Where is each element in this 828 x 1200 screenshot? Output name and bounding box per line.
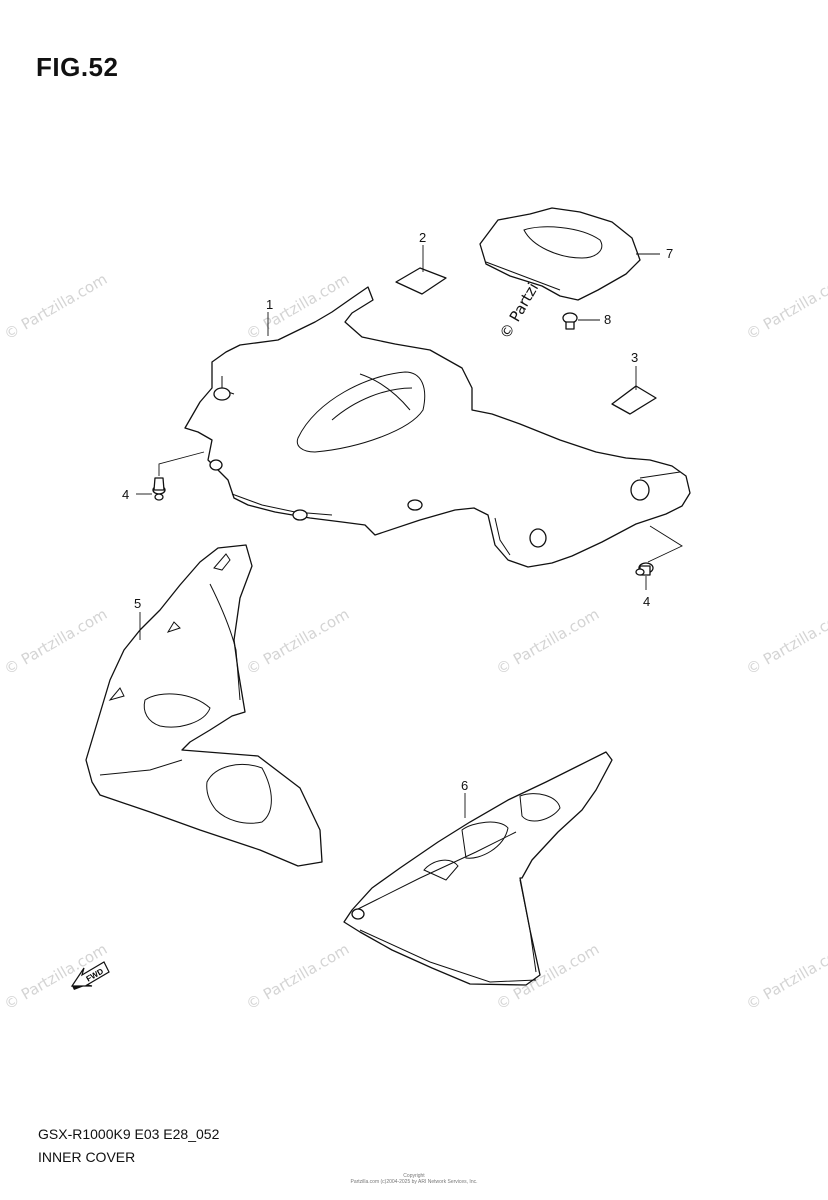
- part-3-pad[interactable]: [611, 385, 657, 415]
- figure-title: FIG.52: [36, 52, 119, 82]
- callout-5: 5: [134, 596, 141, 611]
- model-code: GSX-R1000K9 E03 E28_052: [38, 1126, 220, 1142]
- part-8-bolt[interactable]: [562, 312, 578, 330]
- part-1-inner-cover[interactable]: [184, 286, 691, 568]
- part-7-upper-cover[interactable]: [479, 207, 641, 301]
- watermark-text: © Partzilla.com: [1, 270, 110, 343]
- callout-numbers: 1 2 3 4 4 5 6 7 8: [122, 230, 673, 793]
- callout-2: 2: [419, 230, 426, 245]
- callout-4-right: 4: [643, 594, 650, 609]
- part-4-fastener-right[interactable]: [635, 562, 654, 576]
- callout-6: 6: [461, 778, 468, 793]
- watermark-text: © Partzilla.com: [743, 270, 828, 343]
- part-2-pad[interactable]: [395, 267, 447, 295]
- callout-7: 7: [666, 246, 673, 261]
- callout-3: 3: [631, 350, 638, 365]
- callout-4-left: 4: [122, 487, 129, 502]
- section-name: INNER COVER: [38, 1149, 136, 1165]
- part-4-fastener-left[interactable]: [152, 477, 166, 501]
- copyright-line-1: Copyright: [403, 1173, 425, 1179]
- callout-1: 1: [266, 297, 273, 312]
- watermark-text: © Partzilla.com: [743, 605, 828, 678]
- callout-8: 8: [604, 312, 611, 327]
- watermark-text: © Partzilla.com: [243, 605, 352, 678]
- copyright-note: Copyright Partzilla.com (c)2004-2025 by …: [300, 1173, 528, 1185]
- copyright-line-2: Partzilla.com (c)2004-2025 by ARI Networ…: [350, 1179, 478, 1185]
- watermark-text: © Partzilla.com: [243, 940, 352, 1013]
- watermark-text: © Partzilla.com: [1, 605, 110, 678]
- part-6-lower-panel[interactable]: [343, 751, 613, 986]
- watermark-text: © Partzilla.com: [493, 605, 602, 678]
- watermark-text: © Partzilla.com: [743, 940, 828, 1013]
- part-5-lower-panel[interactable]: [85, 544, 323, 867]
- leader-lines: [136, 245, 683, 818]
